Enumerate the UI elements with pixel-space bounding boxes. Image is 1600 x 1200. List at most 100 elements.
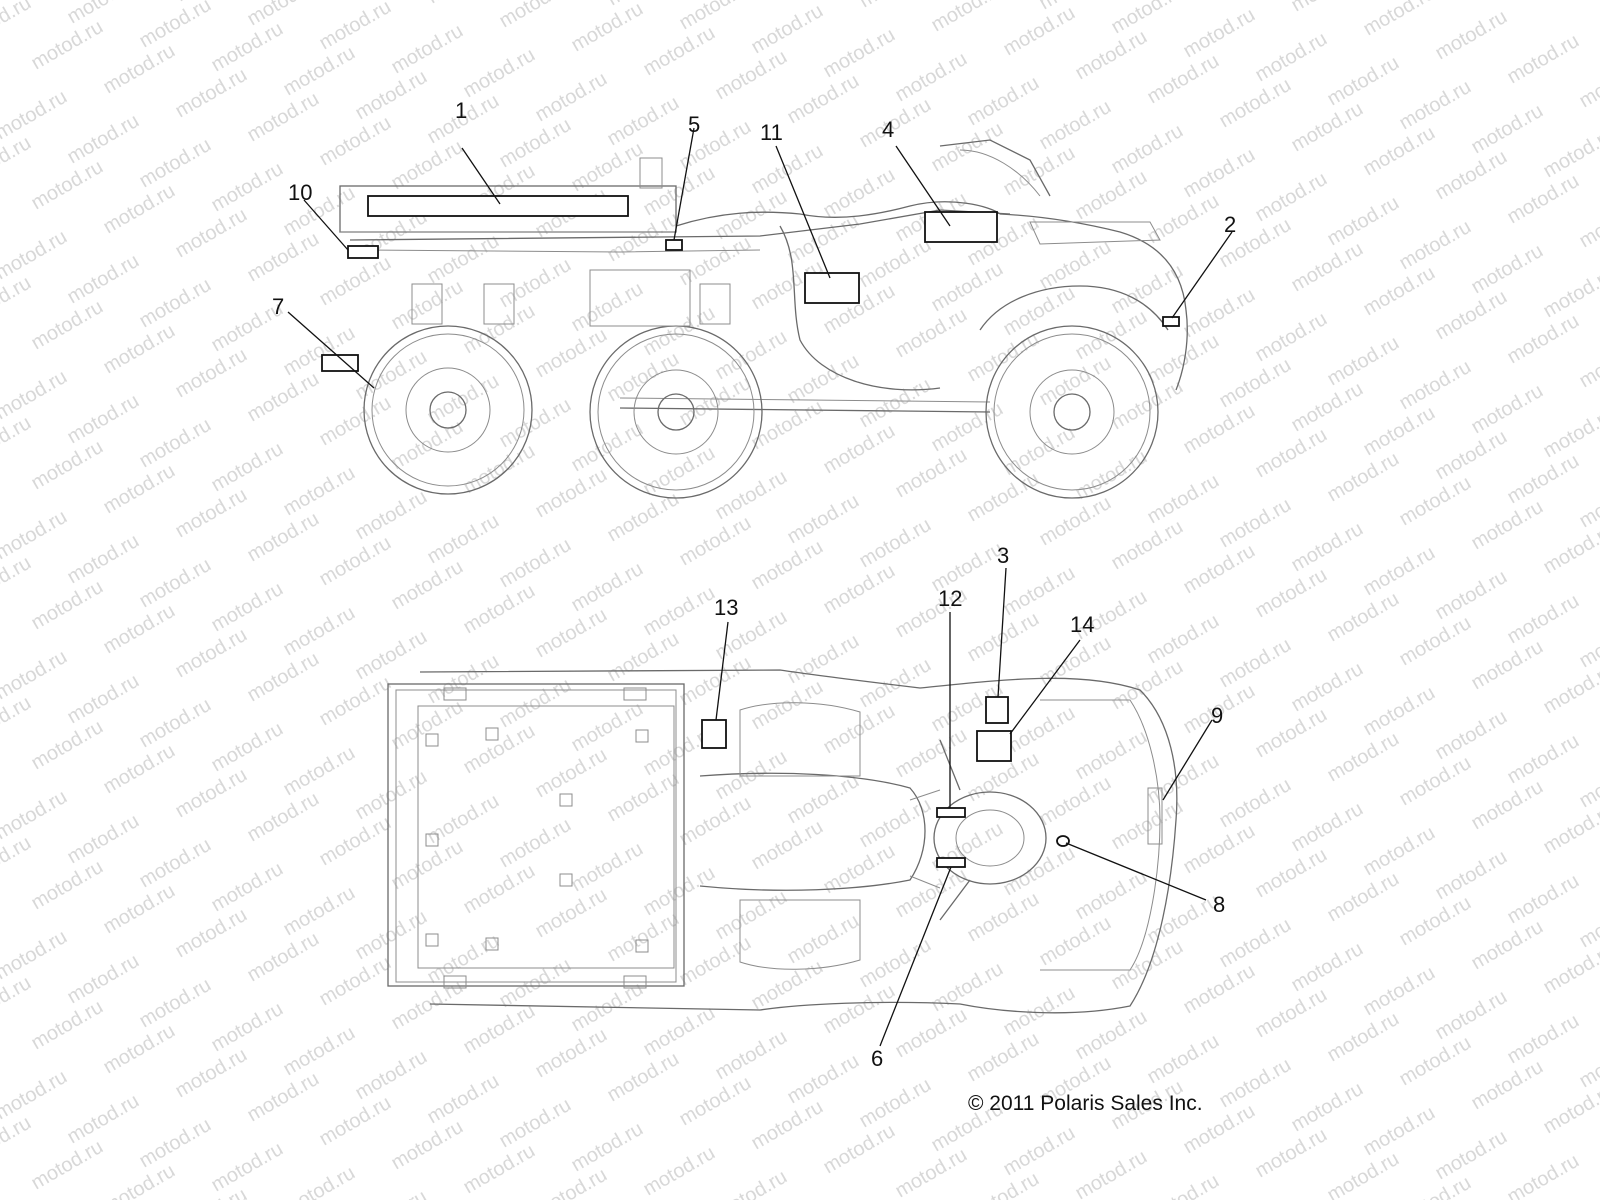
watermark-text: motod.ru: [1180, 144, 1259, 203]
watermark-text: motod.ru: [1216, 1054, 1295, 1113]
watermark-text: motod.ru: [748, 816, 827, 875]
watermark-text: motod.ru: [1144, 610, 1223, 669]
watermark-text: motod.ru: [532, 1024, 611, 1083]
watermark-text: motod.ru: [496, 114, 575, 173]
watermark-text: motod.ru: [1252, 28, 1331, 87]
watermark-text: motod.ru: [712, 1026, 791, 1085]
watermark-text: motod.ru: [316, 112, 395, 171]
watermark-text: motod.ru: [748, 1096, 827, 1155]
watermark-text: motod.ru: [640, 862, 719, 921]
watermark-text: motod.ru: [100, 1160, 179, 1200]
watermark-text: motod.ru: [1072, 1006, 1151, 1065]
watermark-text: motod.ru: [280, 742, 359, 801]
watermark-text: motod.ru: [172, 344, 251, 403]
watermark-text: motod.ru: [1000, 562, 1079, 621]
watermark-text: motod.ru: [928, 0, 1007, 36]
callout-1: 1: [455, 98, 467, 123]
watermark-text: motod.ru: [496, 0, 575, 32]
watermark-text: motod.ru: [208, 158, 287, 217]
watermark-text: motod.ru: [1576, 614, 1600, 673]
watermark-text: motod.ru: [1180, 820, 1259, 879]
watermark-text: motod.ru: [1324, 332, 1403, 391]
watermark-text: motod.ru: [64, 110, 143, 169]
decal-14: [976, 730, 1012, 762]
watermark-text: motod.ru: [784, 490, 863, 549]
watermark-text: motod.ru: [1216, 774, 1295, 833]
callout-12: 12: [938, 586, 962, 611]
watermark-text: motod.ru: [1324, 52, 1403, 111]
watermark-text: motod.ru: [1180, 4, 1259, 63]
watermark-text: motod.ru: [1396, 76, 1475, 135]
watermark-text: motod.ru: [100, 600, 179, 659]
watermark-text: motod.ru: [496, 1094, 575, 1153]
watermark-text: motod.ru: [568, 558, 647, 617]
watermark-text: motod.ru: [1108, 516, 1187, 575]
callout-9: 9: [1211, 703, 1223, 728]
watermark-text: motod.ru: [676, 792, 755, 851]
watermark-text: motod.ru: [676, 372, 755, 431]
watermark-text: motod.ru: [136, 834, 215, 893]
watermark-text: motod.ru: [820, 700, 899, 759]
watermark-text: motod.ru: [316, 1092, 395, 1151]
watermark-text: motod.ru: [496, 814, 575, 873]
watermark-text: motod.ru: [892, 304, 971, 363]
watermark-text: motod.ru: [964, 72, 1043, 131]
watermark-text: motod.ru: [712, 1166, 791, 1200]
watermark-text: motod.ru: [244, 508, 323, 567]
watermark-text: motod.ru: [1504, 30, 1583, 89]
watermark-text: motod.ru: [64, 670, 143, 729]
watermark-text: motod.ru: [820, 560, 899, 619]
decal-4: [924, 211, 998, 243]
watermark-text: motod.ru: [1072, 26, 1151, 85]
watermark-text: motod.ru: [1108, 936, 1187, 995]
callout-5: 5: [688, 112, 700, 137]
copyright-notice: © 2011 Polaris Sales Inc.: [968, 1092, 1203, 1115]
watermark-text: motod.ru: [208, 998, 287, 1057]
watermark-text: motod.ru: [1540, 660, 1600, 719]
watermark-text: motod.ru: [28, 856, 107, 915]
watermark-text: motod.ru: [928, 258, 1007, 317]
watermark-text: motod.ru: [0, 0, 35, 50]
watermark-text: motod.ru: [1396, 1172, 1475, 1200]
watermark-text: motod.ru: [100, 460, 179, 519]
watermark-text: motod.ru: [28, 296, 107, 355]
watermark-text: motod.ru: [1036, 772, 1115, 831]
watermark-text: motod.ru: [460, 440, 539, 499]
watermark-text: motod.ru: [1324, 192, 1403, 251]
watermark-text: motod.ru: [460, 720, 539, 779]
watermark-text: motod.ru: [424, 1070, 503, 1129]
decal-1: [367, 195, 629, 217]
watermark-text: motod.ru: [1144, 330, 1223, 389]
leader-lines: [287, 127, 1233, 1047]
watermark-text: motod.ru: [748, 396, 827, 455]
watermark-text: motod.ru: [1432, 706, 1511, 765]
watermark-text: motod.ru: [316, 392, 395, 451]
watermark-text: motod.ru: [892, 724, 971, 783]
watermark-text: motod.ru: [388, 416, 467, 475]
watermark-text: motod.ru: [1432, 1126, 1511, 1185]
callout-2: 2: [1224, 212, 1236, 237]
watermark-text: motod.ru: [64, 390, 143, 449]
watermark-text: motod.ru: [136, 274, 215, 333]
watermark-text: motod.ru: [1324, 1008, 1403, 1067]
watermark-text: motod.ru: [28, 156, 107, 215]
watermark-text: motod.ru: [388, 556, 467, 615]
watermark-text: motod.ru: [1000, 2, 1079, 61]
watermark-text: motod.ru: [496, 394, 575, 453]
watermark-text: motod.ru: [1144, 190, 1223, 249]
side-wheel-rear: [363, 325, 533, 495]
watermark-text: motod.ru: [208, 1138, 287, 1197]
watermark-text: motod.ru: [208, 858, 287, 917]
watermark-text: motod.ru: [424, 790, 503, 849]
watermark-text: motod.ru: [1288, 518, 1367, 577]
watermark-text: motod.ru: [1360, 542, 1439, 601]
watermark-text: motod.ru: [640, 582, 719, 641]
watermark-text: motod.ru: [0, 926, 71, 985]
watermark-text: motod.ru: [1108, 796, 1187, 855]
watermark-text: motod.ru: [244, 0, 323, 30]
watermark-text: motod.ru: [28, 436, 107, 495]
watermark-text: motod.ru: [280, 602, 359, 661]
watermark-text: motod.ru: [136, 554, 215, 613]
watermark-text: motod.ru: [1180, 960, 1259, 1019]
watermark-text: motod.ru: [1288, 798, 1367, 857]
